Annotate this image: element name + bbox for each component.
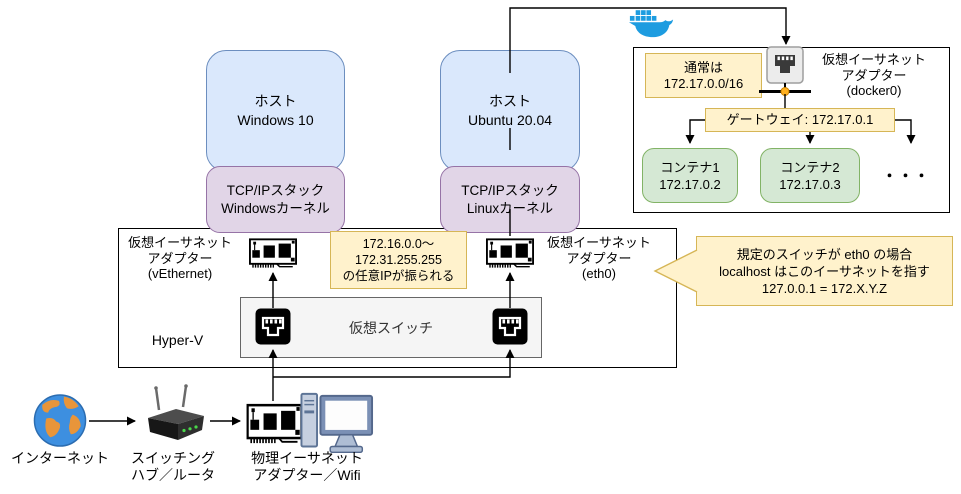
callout-line3: 127.0.0.1 = 172.X.Y.Z: [761, 280, 888, 296]
ip-note-line3: の任意IPが振られる: [342, 269, 455, 283]
nic-card-icon-physical: [246, 402, 303, 445]
ethernet-port-icon: [255, 308, 291, 345]
globe-icon: [32, 393, 88, 448]
tcpip-stack-windows-box: TCP/IPスタック Windowsカーネル: [206, 166, 345, 233]
container-1-box: コンテナ1 172.17.0.2: [642, 148, 738, 203]
docker0-adapter-label: 仮想イーサネット アダプター (docker0): [810, 52, 938, 99]
eth0-label-line2: アダプター: [566, 250, 632, 266]
stack-windows-line2: Windowsカーネル: [221, 200, 330, 216]
router-label-line2: ハブ／ルータ: [131, 466, 215, 483]
virtual-adapter-icon-docker0: [756, 46, 814, 104]
subnet-note-line2: 172.17.0.0/16: [663, 75, 744, 91]
ethernet-port-icon: [492, 308, 528, 345]
ip-note-line2: 172.31.255.255: [355, 253, 442, 267]
vethernet-label-line1: 仮想イーサネット: [128, 235, 232, 250]
docker-subnet-note: 通常は 172.17.0.0/16: [645, 53, 762, 98]
gateway-text: ゲートウェイ: 172.17.0.1: [726, 112, 874, 127]
callout-line2: localhost はこのイーサネットを指す: [719, 263, 930, 279]
stack-linux-line2: Linuxカーネル: [466, 200, 554, 216]
stack-windows-line1: TCP/IPスタック: [226, 182, 325, 198]
stack-linux-line1: TCP/IPスタック: [461, 182, 559, 198]
localhost-callout: 規定のスイッチが eth0 の場合 localhost はこのイーサネットを指す…: [696, 236, 953, 306]
subnet-note-line1: 通常は: [683, 59, 723, 75]
container-2-box: コンテナ2 172.17.0.3: [760, 148, 860, 203]
nic-card-icon-vethernet: [248, 237, 298, 269]
host-windows-os: Windows 10: [237, 112, 314, 128]
router-label-line1: スイッチング: [131, 450, 215, 466]
vethernet-label-line2: アダプター: [147, 250, 213, 266]
container-1-ip: 172.17.0.2: [659, 176, 721, 192]
internet-label: インターネット: [11, 450, 109, 466]
callout-line1: 規定のスイッチが eth0 の場合: [736, 246, 913, 262]
host-windows-box: ホスト Windows 10: [206, 50, 345, 172]
desktop-computer-icon: [299, 390, 375, 464]
more-containers-ellipsis: ・・・: [881, 168, 930, 185]
host-ubuntu-title: ホスト: [489, 93, 531, 109]
physical-adapter-label: 物理イーサネット アダプター／Wifi: [236, 450, 378, 483]
eth0-label-line3: (eth0): [582, 266, 616, 281]
docker0-label-line2: アダプター: [841, 67, 907, 83]
vethernet-label-line3: (vEthernet): [147, 266, 213, 281]
tcpip-stack-linux-box: TCP/IPスタック Linuxカーネル: [440, 166, 580, 233]
container-1-name: コンテナ1: [660, 159, 720, 175]
docker0-label-line3: (docker0): [846, 83, 902, 98]
hyperv-label: Hyper-V: [151, 332, 204, 348]
host-ubuntu-box: ホスト Ubuntu 20.04: [440, 50, 580, 172]
ip-note-line1: 172.16.0.0～: [362, 237, 435, 251]
gateway-note: ゲートウェイ: 172.17.0.1: [705, 108, 895, 132]
physical-label-line2: アダプター／Wifi: [253, 466, 361, 483]
router-label: スイッチング ハブ／ルータ: [128, 450, 218, 483]
eth0-label-line1: 仮想イーサネット: [547, 235, 651, 250]
nic-card-icon-eth0: [485, 237, 535, 269]
wireless-router-icon: [138, 384, 210, 450]
container-2-ip: 172.17.0.3: [779, 176, 841, 192]
virtual-switch-label: 仮想スイッチ: [349, 319, 433, 336]
ip-range-note: 172.16.0.0～ 172.31.255.255 の任意IPが振られる: [330, 231, 467, 289]
host-windows-title: ホスト: [254, 93, 297, 109]
host-ubuntu-os: Ubuntu 20.04: [467, 112, 553, 128]
physical-label-line1: 物理イーサネット: [251, 450, 363, 466]
eth0-adapter-label: 仮想イーサネット アダプター (eth0): [538, 235, 660, 282]
container-2-name: コンテナ2: [780, 159, 840, 175]
docker0-label-line1: 仮想イーサネット: [822, 52, 926, 67]
vethernet-adapter-label: 仮想イーサネット アダプター (vEthernet): [116, 235, 244, 282]
docker-whale-icon: [628, 9, 676, 45]
